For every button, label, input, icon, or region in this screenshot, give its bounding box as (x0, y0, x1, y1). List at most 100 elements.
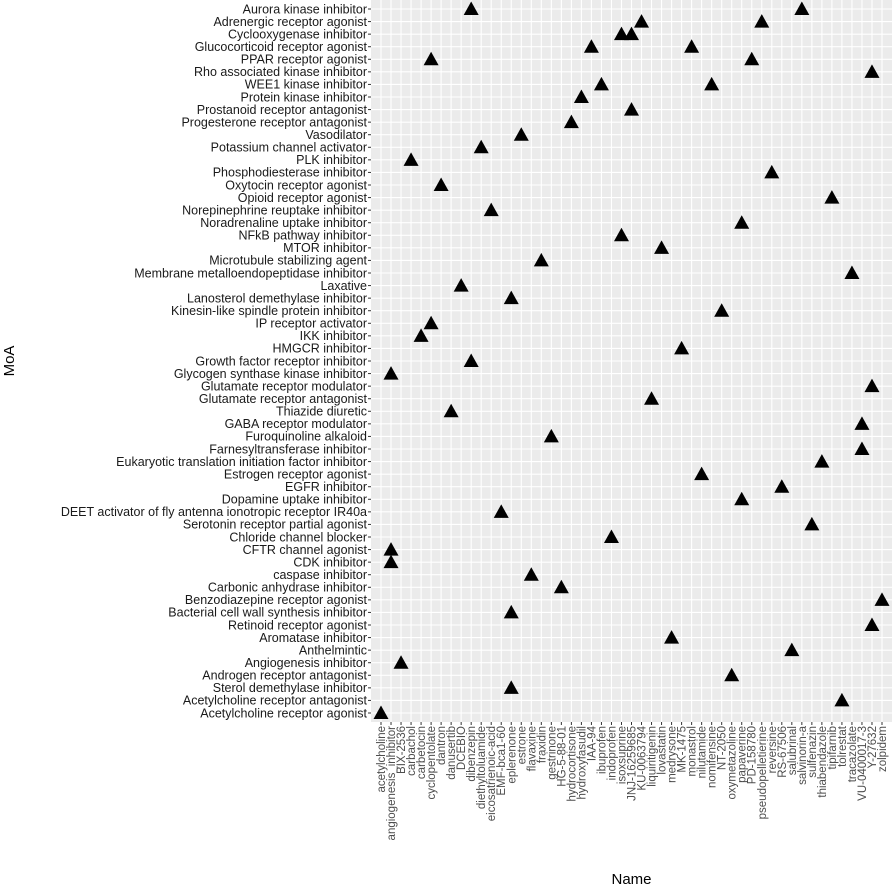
data-point-triangle (483, 202, 499, 217)
data-point-triangle (804, 516, 820, 531)
y-tick-label: Acetylcholine receptor antagonist (183, 694, 368, 708)
y-tick-label: Aromatase inhibitor (259, 631, 367, 645)
x-tick-label: RS-67506 (777, 726, 789, 778)
x-tick-label: sulfenazin (807, 726, 819, 778)
x-tick-label: nomifensine (707, 726, 719, 788)
x-tick-label: ibuprofen (596, 726, 608, 774)
data-point-triangle (613, 227, 629, 242)
x-tick-label: gestrinone (546, 726, 558, 780)
data-point-triangle (814, 454, 830, 468)
data-point-triangle (744, 51, 760, 66)
data-point-triangle (734, 491, 750, 506)
data-point-triangle (433, 177, 449, 191)
y-tick-label: Angiogenesis inhibitor (245, 656, 367, 670)
data-point-triangle (603, 529, 619, 543)
y-tick-label: NFkB pathway inhibitor (238, 229, 367, 243)
y-tick-label: Noradrenaline uptake inhibitor (200, 216, 367, 230)
y-tick-label: Kinesin-like spindle protein inhibitor (171, 304, 367, 318)
x-tick-label: cyclopentolate (426, 726, 438, 800)
y-tick-label: IP receptor activator (255, 317, 367, 331)
data-point-triangle (613, 26, 629, 41)
x-tick-label: JNJ-16259685 (627, 726, 639, 801)
y-tick-label: Furoquinoline alkaloid (245, 430, 367, 444)
x-tick-labels: acetylcholineangiogenesis_inhibitorBIX-2… (376, 722, 889, 840)
y-tick-label: WEE1 kinase inhibitor (245, 78, 367, 92)
data-point-triangle (383, 366, 399, 380)
x-tick-label: thiabendazole (817, 726, 829, 798)
data-point-triangle (724, 667, 740, 682)
y-axis-title: MoA (1, 346, 18, 377)
x-tick-label: estrone (516, 726, 528, 764)
data-point-triangle (694, 466, 710, 481)
x-tick-label: carbetocin (416, 726, 428, 779)
data-point-triangle (864, 378, 880, 393)
data-point-triangle (854, 441, 870, 455)
data-point-triangle (513, 127, 529, 141)
data-point-triangle (583, 39, 599, 53)
x-tick-label: fraxidin (536, 726, 548, 763)
y-tick-label: Progesterone receptor antagonist (181, 115, 367, 129)
data-point-triangle (443, 403, 459, 418)
y-tick-label: Opioid receptor agonist (238, 191, 368, 205)
y-tick-label: Oxytocin receptor agonist (225, 178, 367, 192)
data-point-triangle (593, 76, 609, 91)
data-point-triangle (644, 391, 660, 405)
data-point-triangle (624, 26, 639, 41)
x-tick-label: angiogenesis_inhibitor (386, 726, 398, 841)
data-point-triangle (393, 655, 409, 669)
x-tick-label: zolpidem (877, 726, 889, 772)
data-point-triangle (533, 252, 549, 267)
data-point-triangle (453, 278, 469, 292)
x-tick-label: PD-158780 (747, 726, 759, 784)
y-tick-label: Glutamate receptor modulator (201, 379, 367, 393)
x-tick-label: EMF-bca1-60 (496, 726, 508, 796)
data-point-triangle (684, 39, 700, 53)
x-axis-title: Name (611, 871, 651, 888)
y-tick-label: PLK inhibitor (296, 153, 367, 167)
x-tick-label: hydroxyfasudil (576, 726, 588, 800)
y-tick-label: Growth factor receptor inhibitor (195, 354, 367, 368)
x-tick-label: dantron (436, 726, 448, 765)
x-tick-label: KU-0063794 (637, 725, 649, 790)
data-point-triangle (543, 428, 559, 443)
y-tick-label: Membrane metalloendopeptidase inhibitor (134, 266, 367, 280)
y-tick-label: Potassium channel activator (211, 141, 367, 155)
data-point-triangle (864, 64, 880, 78)
y-tick-label: Adrenergic receptor agonist (213, 15, 367, 29)
data-point-triangle (373, 705, 389, 719)
y-tick-label: Anthelmintic (299, 643, 367, 657)
x-tick-label: monastrol (687, 726, 699, 777)
y-tick-label: Acetylcholine receptor agonist (200, 706, 367, 720)
x-tick-label: diethyltoluamide (476, 726, 488, 809)
x-tick-label: danusertib (446, 726, 458, 780)
y-tick-label: Glutamate receptor antagonist (199, 392, 368, 406)
y-tick-label: Aurora kinase inhibitor (243, 2, 367, 16)
data-point-triangle (864, 617, 880, 631)
x-tick-label: isoxsuprine (616, 726, 628, 784)
x-tick-label: carbachol (406, 726, 418, 776)
y-tick-label: Vasodilator (305, 128, 367, 142)
data-point-triangle (383, 542, 399, 556)
data-points (373, 1, 890, 719)
x-tick-label: pseudopelletierine (757, 726, 769, 819)
y-tick-label: Chloride channel blocker (229, 530, 367, 544)
y-tick-label: CDK inhibitor (293, 555, 367, 569)
x-tick-label: NT-2050 (717, 726, 729, 770)
y-tick-label: PPAR receptor agonist (241, 53, 368, 67)
x-tick-label: acetylcholine (376, 726, 388, 792)
x-tick-label: liquiritigenin (647, 726, 659, 787)
data-point-triangle (654, 240, 670, 254)
y-tick-label: caspase inhibitor (273, 568, 367, 582)
data-point-triangle (383, 554, 399, 569)
data-point-triangle (754, 14, 770, 28)
x-tick-label: IAA-94 (586, 725, 598, 761)
x-tick-label: flavaxine (526, 726, 538, 771)
y-tick-label: Rho associated kinase inhibitor (194, 65, 367, 79)
x-tick-label: HG-5-88-01 (556, 726, 568, 787)
x-tick-label: MK-1475 (677, 726, 689, 773)
x-tick-label: oxymetazoline (727, 726, 739, 800)
data-point-triangle (463, 353, 479, 367)
data-point-triangle (874, 592, 890, 606)
y-tick-label: Serotonin receptor partial agonist (183, 518, 368, 532)
